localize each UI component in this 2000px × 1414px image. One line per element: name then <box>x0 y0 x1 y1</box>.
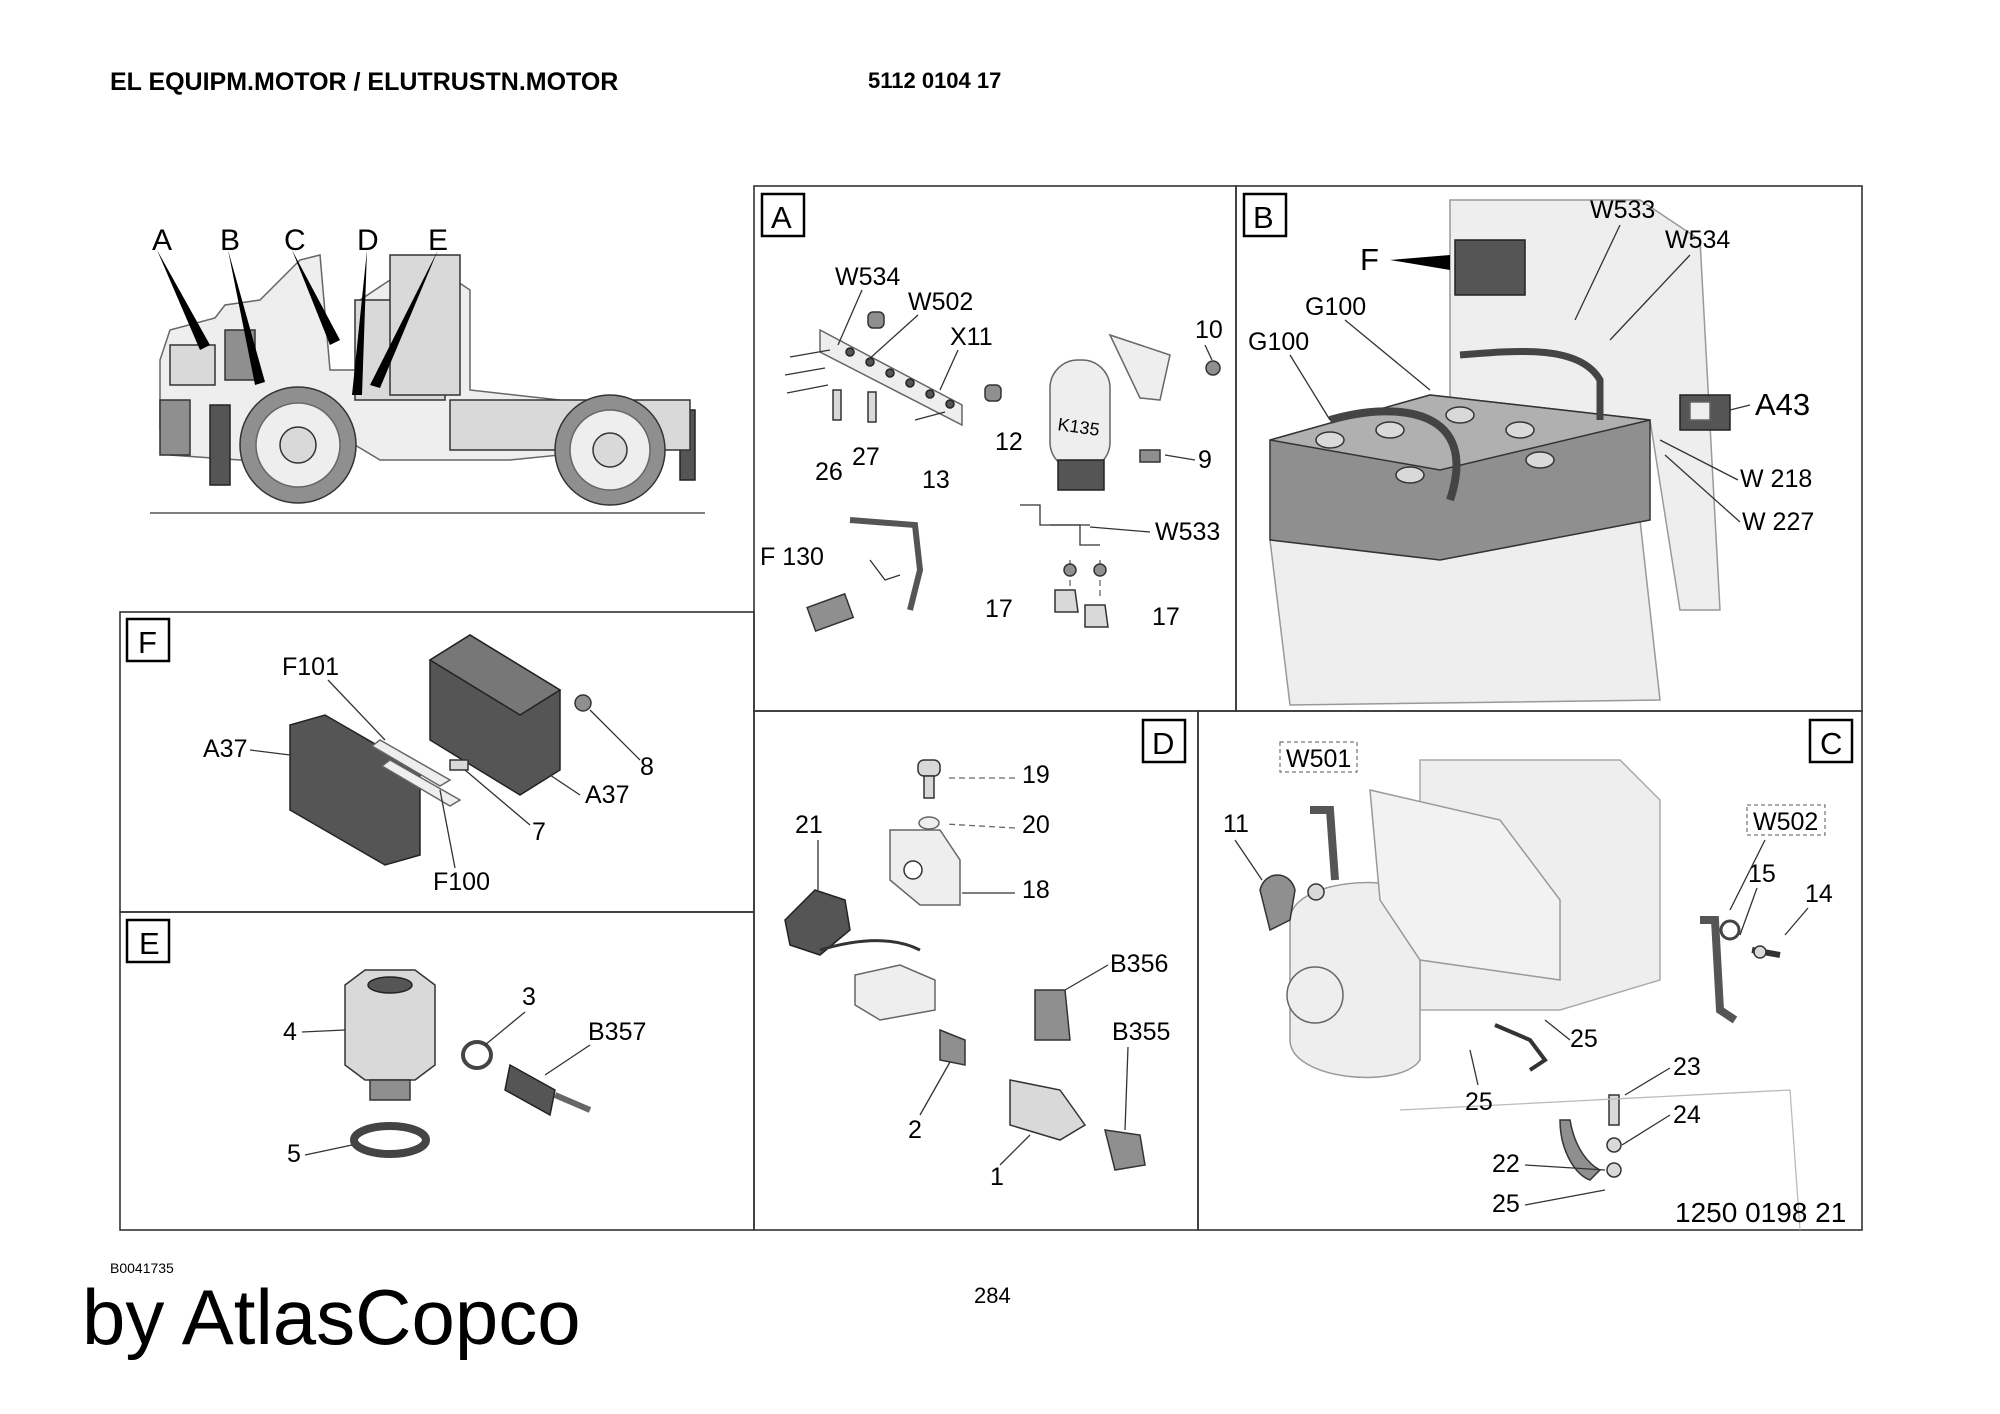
label-b356: B356 <box>1110 950 1168 978</box>
label-5: 5 <box>287 1140 301 1168</box>
label-20: 20 <box>1022 811 1050 839</box>
label-3: 3 <box>522 983 536 1011</box>
callout-a: A <box>152 224 172 257</box>
label-1: 1 <box>990 1163 1004 1191</box>
panel-c: C W501 W502 11 15 14 25 25 <box>1223 718 1854 1231</box>
label-x11: X11 <box>950 323 993 351</box>
label-11: 11 <box>1223 810 1249 838</box>
label-24: 24 <box>1673 1101 1701 1129</box>
label-9: 9 <box>1198 446 1212 474</box>
callout-e: E <box>428 224 448 257</box>
label-25b: 25 <box>1465 1088 1493 1116</box>
callout-b: B <box>220 224 240 257</box>
label-g100a: G100 <box>1305 293 1366 321</box>
label-a43: A43 <box>1755 387 1810 422</box>
label-b355: B355 <box>1112 1018 1170 1046</box>
panel-e: E 4 3 B357 5 <box>125 918 646 1168</box>
label-a37b: A37 <box>585 781 629 809</box>
label-w533: W533 <box>1155 518 1220 546</box>
label-21: 21 <box>795 811 823 839</box>
label-17a: 17 <box>985 595 1013 623</box>
label-w533: W533 <box>1590 196 1655 224</box>
label-7: 7 <box>532 818 546 846</box>
panel-d: D 19 20 21 18 B356 B355 2 1 <box>784 718 1187 1191</box>
label-25a: 25 <box>1570 1025 1598 1053</box>
panel-a-letter: A <box>771 200 792 235</box>
drawing-number: 1250 0198 21 <box>1675 1197 1846 1228</box>
label-8: 8 <box>640 753 654 781</box>
label-19: 19 <box>1022 761 1050 789</box>
label-w501: W501 <box>1286 745 1351 773</box>
label-22: 22 <box>1492 1150 1520 1178</box>
panel-frames <box>119 185 1863 1231</box>
label-10: 10 <box>1195 316 1223 344</box>
label-23: 23 <box>1673 1053 1701 1081</box>
label-f101: F101 <box>282 653 339 681</box>
label-15: 15 <box>1748 860 1776 888</box>
label-w534: W534 <box>835 263 900 291</box>
w502-tag: W502 <box>1746 804 1826 836</box>
panel-c-frame <box>1197 710 1863 1231</box>
brand-watermark: by AtlasCopco <box>82 1273 581 1361</box>
label-12: 12 <box>995 428 1023 456</box>
panel-c-letter: C <box>1820 726 1842 761</box>
page-title: EL EQUIPM.MOTOR / ELUTRUSTN.MOTOR <box>110 68 619 96</box>
part-number: 5112 0104 17 <box>868 68 1002 93</box>
panel-f: F F101 A37 8 A37 7 F100 <box>125 617 654 896</box>
label-26: 26 <box>815 458 843 486</box>
panel-d-letter: D <box>1152 726 1174 761</box>
label-18: 18 <box>1022 876 1050 904</box>
panel-b-letter: B <box>1253 200 1274 235</box>
panel-b: B W533 W534 F G100 G100 A43 W 218 W 227 <box>1242 192 1814 706</box>
w501-tag: W501 <box>1279 741 1358 773</box>
panel-a: A K135 W534 W502 X11 10 <box>760 192 1223 633</box>
callout-c: C <box>284 224 306 257</box>
label-w502: W502 <box>908 288 973 316</box>
label-13: 13 <box>922 466 950 494</box>
panel-e-letter: E <box>139 926 160 961</box>
panel-e-frame <box>119 911 755 1231</box>
label-2: 2 <box>908 1116 922 1144</box>
label-4: 4 <box>283 1018 297 1046</box>
panel-f-letter: F <box>138 625 157 660</box>
label-g100b: G100 <box>1248 328 1309 356</box>
callout-d: D <box>357 224 379 257</box>
label-25c: 25 <box>1492 1190 1520 1218</box>
page-number: 284 <box>974 1283 1011 1308</box>
label-b357: B357 <box>588 1018 646 1046</box>
label-14: 14 <box>1805 880 1833 908</box>
label-f130: F 130 <box>760 543 824 571</box>
label-w218: W 218 <box>1740 465 1812 493</box>
label-17b: 17 <box>1152 603 1180 631</box>
label-27: 27 <box>852 443 880 471</box>
label-w227: W 227 <box>1742 508 1814 536</box>
overview-truck: A B C D E <box>150 224 705 514</box>
label-f: F <box>1360 242 1379 277</box>
image-reference: B0041735 <box>110 1260 174 1276</box>
label-w502: W502 <box>1753 808 1818 836</box>
label-a37a: A37 <box>203 735 247 763</box>
label-f100: F100 <box>433 868 490 896</box>
label-w534: W534 <box>1665 226 1730 254</box>
